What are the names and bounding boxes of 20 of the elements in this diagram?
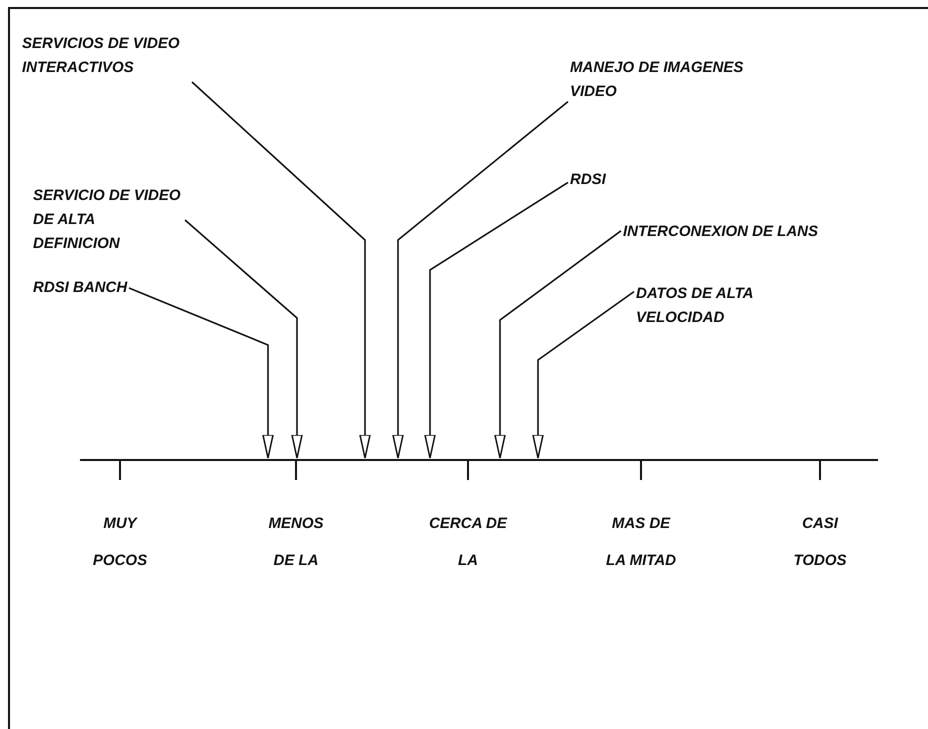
scale-label: CERCA DE LA [429, 514, 507, 571]
leader-arrow [392, 100, 568, 459]
scale-label: MUY POCOS [92, 514, 148, 571]
leader-arrow [128, 287, 274, 459]
item-label: SERVICIO DE VIDEO DE ALTA DEFINICION [33, 184, 183, 256]
leader-arrow [532, 290, 634, 459]
item-label: SERVICIOS DE VIDEO INTERACTIVOS [22, 32, 212, 80]
leader-arrow [184, 219, 303, 459]
item-label: RDSI BANCH [33, 276, 128, 300]
scale-label: MENOS DE LA [267, 514, 324, 571]
item-label: DATOS DE ALTA VELOCIDAD [636, 282, 806, 330]
leader-arrow [424, 182, 568, 459]
scale-label: MAS DE LA MITAD [605, 514, 677, 571]
leader-arrow [191, 81, 371, 459]
item-label: INTERCONEXION DE LANS [623, 220, 818, 244]
item-label: MANEJO DE IMAGENES VIDEO [570, 56, 760, 104]
scale-axis [80, 459, 878, 480]
leader-arrow [494, 230, 622, 459]
item-label: RDSI [570, 168, 606, 192]
scale-label: CASI TODOS [792, 514, 848, 571]
